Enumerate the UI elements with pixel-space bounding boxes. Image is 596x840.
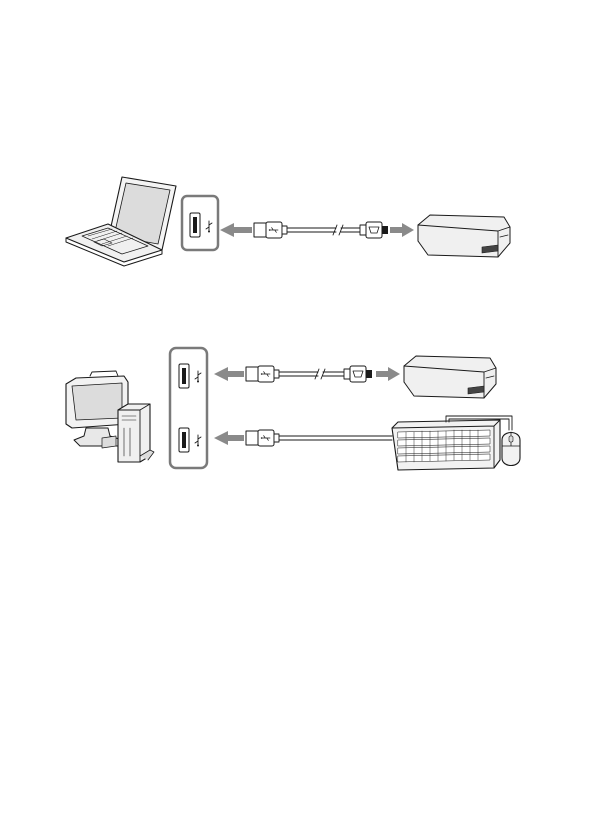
cable: [279, 369, 344, 379]
desktop-diagram: [66, 348, 520, 470]
mouse-illustration: [502, 432, 520, 466]
plug-arrow: [220, 223, 252, 237]
keyboard-connection: [214, 416, 520, 470]
desktop-usb-port-panel: [170, 348, 207, 468]
usb-a-plug: [246, 366, 279, 382]
card-reader-device: [404, 356, 496, 398]
card-reader-device: [418, 215, 510, 257]
plug-arrow: [214, 367, 244, 381]
laptop-illustration: [66, 177, 176, 266]
keyboard-illustration: [392, 416, 512, 470]
laptop-diagram: [66, 177, 510, 266]
desktop-computer-illustration: [66, 371, 154, 462]
plug-arrow: [390, 223, 414, 237]
plug-arrow: [376, 367, 400, 381]
mini-usb-plug: [344, 366, 372, 382]
laptop-usb-port-panel: [182, 196, 218, 250]
usb-a-plug: [254, 222, 287, 238]
plug-arrow: [214, 431, 244, 445]
cable: [279, 436, 392, 440]
cable: [287, 225, 360, 235]
mini-usb-plug: [360, 222, 388, 238]
usb-a-plug: [246, 430, 279, 446]
card-reader-connection: [214, 356, 496, 398]
